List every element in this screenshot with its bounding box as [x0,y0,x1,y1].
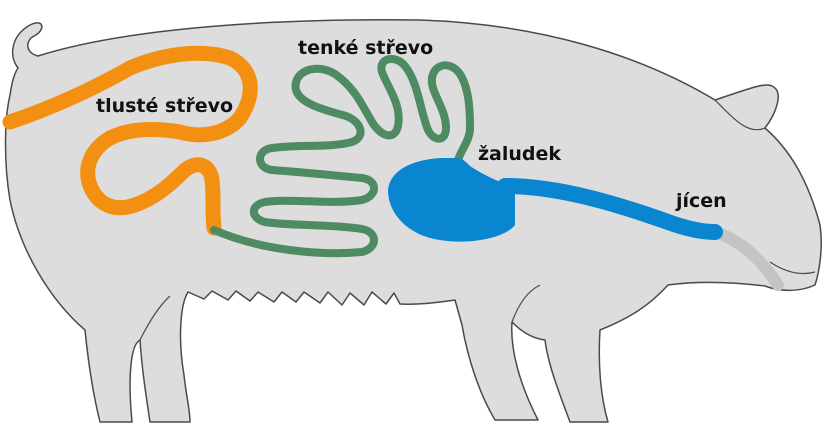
stomach-label: žaludek [478,143,561,165]
large-intestine-label: tlusté střevo [96,95,233,117]
esophagus-label: jícen [675,190,727,212]
small-intestine-label: tenké střevo [298,37,433,59]
